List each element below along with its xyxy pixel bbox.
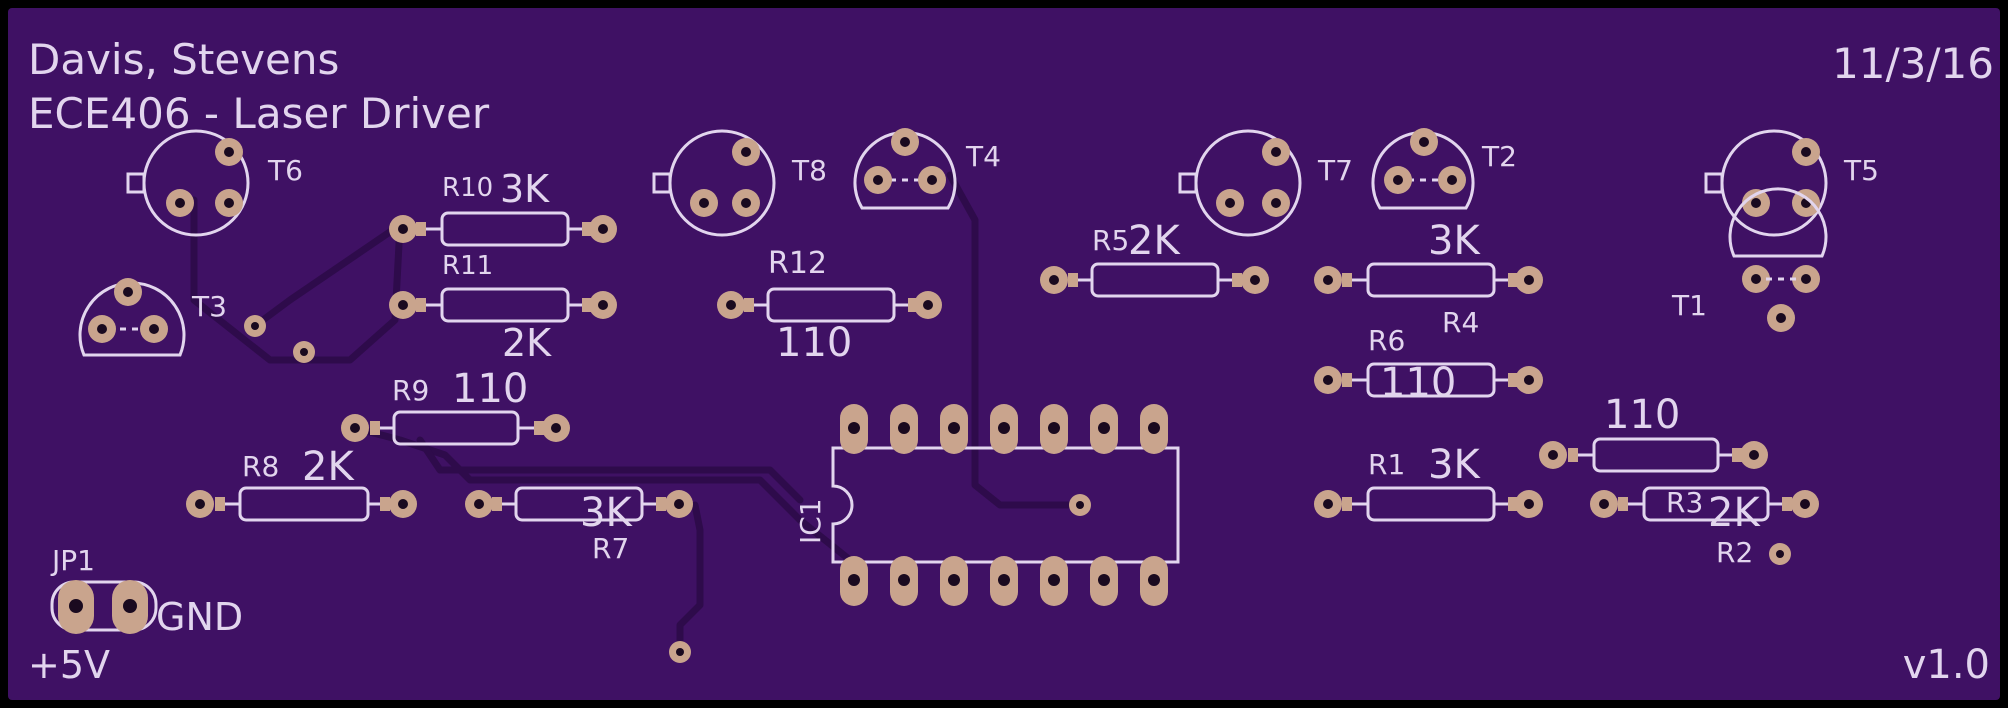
resistor-value: 2K [502,321,552,365]
board-title-line2: ECE406 - Laser Driver [28,89,490,138]
resistor-ref: R2 [1716,536,1753,569]
ic-IC1[interactable]: IC1 [794,404,1180,606]
resistor-value: 3K [1428,442,1481,488]
resistor-R10[interactable]: R10 3K [389,167,617,247]
resistor-ref: R6 [1368,324,1405,357]
transistor-T5[interactable]: T5 [1704,129,1879,237]
transistor-label: T4 [965,140,1001,173]
resistor-value: 110 [452,366,528,412]
transistor-label: T1 [1671,289,1707,322]
trace-t4-ic [946,171,1084,509]
board-date: 11/3/16 [1832,39,1994,88]
resistor-ref: R12 [768,246,827,281]
transistor-label: T8 [791,154,827,187]
resistor-value: 3K [1428,218,1481,264]
resistor-value: 3K [580,490,633,536]
resistor-ref: R5 [1092,224,1129,257]
resistor-ref: R10 [442,173,493,203]
resistor-R11[interactable]: R11 2K [389,251,617,365]
transistor-label: T2 [1481,140,1517,173]
resistor-value: 2K [1708,490,1761,536]
resistor-ref: R8 [242,450,279,483]
resistor-value: 110 [1604,392,1680,438]
resistor-ref: R9 [392,374,429,407]
resistor-value: 3K [500,167,550,211]
board-version: v1.0 [1903,642,1990,688]
transistor-T3[interactable]: T3 [78,278,227,357]
transistor-label: T5 [1843,154,1879,187]
vias [244,315,1791,663]
transistor-label: T7 [1317,154,1353,187]
resistor-R1[interactable]: R1 3K [1314,442,1543,522]
trace-r7-jp [676,501,704,656]
jumper-pin2-label: GND [156,595,243,639]
transistor-T1[interactable]: T1 [1671,187,1828,332]
transistor-label: T6 [267,154,303,187]
transistor-T6[interactable]: T6 [126,129,303,237]
trace-t3-r10 [251,221,404,330]
transistor-T2[interactable]: T2 [1371,128,1517,210]
resistor-R12[interactable]: R12 110 [717,246,942,366]
transistor-T7[interactable]: T7 [1178,129,1353,237]
jumper-pin1-label: +5V [28,643,110,687]
trace-r9-ic [351,424,854,564]
resistor-R7[interactable]: R7 3K [465,486,693,565]
transistor-T8[interactable]: T8 [652,129,827,237]
resistor-ref: R3 [1666,486,1703,519]
resistor-ref: R7 [592,532,629,565]
resistor-R5[interactable]: R5 2K [1040,218,1269,298]
resistor-R3[interactable]: R3 110 [1539,392,1768,519]
board-substrate [8,8,2000,700]
resistor-R6[interactable]: R6 110 [1314,324,1543,406]
resistor-R9[interactable]: R9 110 [341,366,570,446]
jumper-ref: JP1 [50,544,95,577]
resistor-ref: R1 [1368,448,1405,481]
transistor-T4[interactable]: T4 [853,128,1001,210]
resistor-value: 110 [776,320,852,366]
resistor-ref: R11 [442,251,493,281]
jumper-JP1[interactable]: JP1 +5V GND [28,544,243,687]
resistor-value: 2K [302,444,355,490]
transistor-label: T3 [191,290,227,323]
ic-pins-top [840,404,1168,454]
ic-pins-bottom [840,556,1168,606]
resistor-R2[interactable]: R2 2K [1590,486,1819,569]
resistor-value: 2K [1128,218,1181,264]
trace-r9-ic-2 [416,436,804,504]
resistor-R4[interactable]: R4 3K [1314,218,1543,339]
ic-ref: IC1 [794,498,827,544]
resistor-value: 110 [1380,360,1456,406]
board-title-line1: Davis, Stevens [28,35,339,84]
resistor-R8[interactable]: R8 2K [186,444,417,522]
resistor-ref: R4 [1442,306,1479,339]
